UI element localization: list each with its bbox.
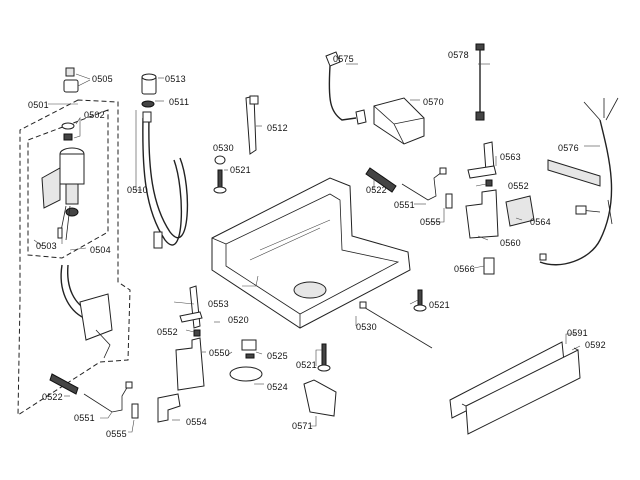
label-0510: 0510	[127, 185, 148, 195]
label-0552-right: 0552	[508, 181, 529, 191]
label-0520: 0520	[228, 315, 249, 325]
label-0564: 0564	[530, 217, 551, 227]
sensor-wire-0551b	[401, 167, 447, 201]
hose-0510	[142, 111, 189, 249]
wire-harness-0576	[539, 97, 619, 266]
fitting-0505	[63, 67, 79, 93]
bracket-0560	[465, 189, 499, 239]
spring-0552a	[193, 329, 201, 337]
spring-0522a	[49, 373, 79, 395]
base-0520	[211, 177, 411, 329]
label-0530-nut: 0530	[213, 143, 234, 153]
label-0512: 0512	[267, 123, 288, 133]
label-0522-top: 0522	[366, 185, 387, 195]
label-0552-left: 0552	[157, 327, 178, 337]
connector-0503	[57, 205, 71, 241]
hose-0504	[60, 264, 113, 359]
label-0511: 0511	[169, 97, 190, 107]
valve-0501	[41, 147, 85, 217]
bracket-0554	[157, 393, 181, 423]
cap-0513	[141, 73, 157, 95]
bracket-0550	[175, 337, 205, 391]
label-0503: 0503	[36, 241, 57, 251]
label-0575: 0575	[333, 54, 354, 64]
label-0522-bottom: 0522	[42, 392, 63, 402]
label-0551-top: 0551	[394, 200, 415, 210]
label-0591: 0591	[567, 328, 588, 338]
screw-0521b	[413, 289, 427, 312]
screw-0521c	[317, 343, 331, 372]
nut-0530	[214, 155, 226, 165]
label-0555-top: 0555	[420, 217, 441, 227]
panel-0592	[461, 347, 581, 435]
label-0592: 0592	[585, 340, 606, 350]
switch-0566	[483, 257, 495, 275]
label-0524: 0524	[267, 382, 288, 392]
cable-0578	[475, 43, 485, 121]
label-0550: 0550	[209, 348, 230, 358]
label-0571: 0571	[292, 421, 313, 431]
bracket-0512	[245, 95, 259, 155]
label-0521-top: 0521	[230, 165, 251, 175]
label-0530-rod: 0530	[356, 322, 377, 332]
rod-0530	[359, 301, 433, 349]
label-0521-bottom: 0521	[296, 360, 317, 370]
label-0505: 0505	[92, 74, 113, 84]
label-0554: 0554	[186, 417, 207, 427]
disc-0524	[229, 366, 263, 382]
label-0501: 0501	[28, 100, 49, 110]
spring-0522b	[365, 167, 397, 193]
label-0502: 0502	[84, 110, 105, 120]
label-0504: 0504	[90, 245, 111, 255]
label-0566: 0566	[454, 264, 475, 274]
label-0560: 0560	[500, 238, 521, 248]
clip-0555a	[131, 403, 139, 419]
label-0553: 0553	[208, 299, 229, 309]
label-0513: 0513	[165, 74, 186, 84]
power-cable-0575	[325, 51, 367, 125]
label-0521-right: 0521	[429, 300, 450, 310]
leader-lines	[33, 63, 600, 433]
clamp-0511	[141, 100, 155, 108]
part-0525	[241, 339, 257, 359]
label-0525: 0525	[267, 351, 288, 361]
part-0571	[303, 379, 337, 417]
sensor-wire-0551a	[83, 381, 133, 413]
control-module-0570	[373, 97, 425, 145]
terminal-0564	[505, 195, 535, 227]
label-0555-bottom: 0555	[106, 429, 127, 439]
label-0578: 0578	[448, 50, 469, 60]
label-0563: 0563	[500, 152, 521, 162]
hinge-0563	[467, 141, 497, 179]
hinge-0553	[179, 285, 203, 329]
label-0551-bottom: 0551	[74, 413, 95, 423]
label-0570: 0570	[423, 97, 444, 107]
label-0576: 0576	[558, 143, 579, 153]
clip-0555b	[445, 193, 453, 209]
assembly-boundary-0501	[17, 99, 131, 416]
seal-0502	[61, 122, 75, 141]
spring-0552b	[485, 179, 493, 187]
screw-0521a	[213, 169, 227, 194]
